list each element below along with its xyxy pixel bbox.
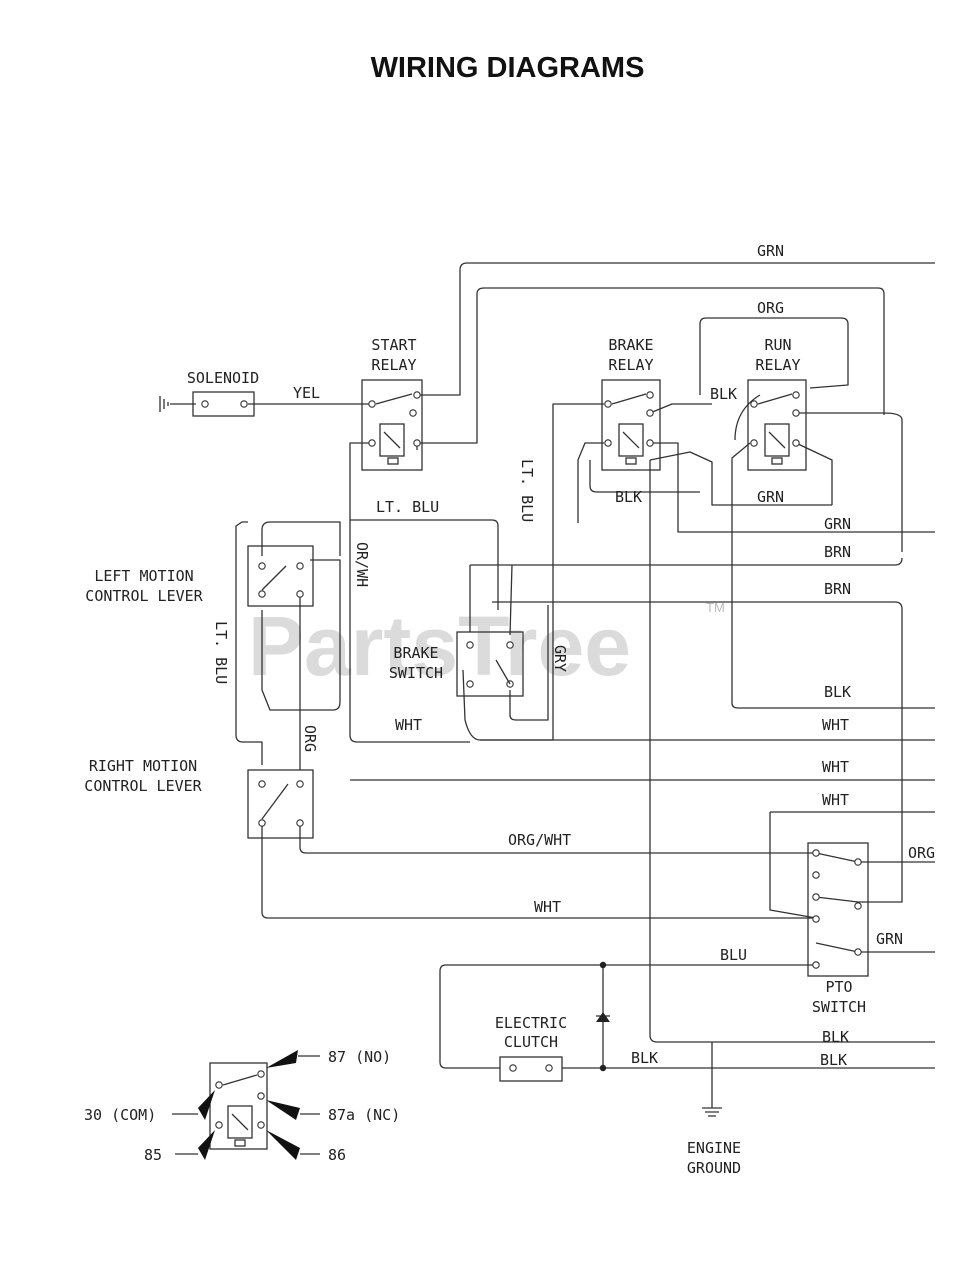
electric-clutch [499, 961, 607, 1082]
wire-label-blk-bottom-2: BLK [820, 1051, 847, 1069]
left-lever-label-1: LEFT MOTION [94, 567, 193, 585]
wire-label-blk-clutch: BLK [631, 1049, 658, 1067]
right-lever-label-1: RIGHT MOTION [89, 757, 197, 775]
legend-87-no: 87 (NO) [328, 1048, 391, 1066]
solenoid-label: SOLENOID [187, 369, 259, 387]
wire-label-grn-pto: GRN [876, 930, 903, 948]
engine-ground-label-2: GROUND [687, 1159, 741, 1177]
pto-switch-label-1: PTO [825, 978, 852, 996]
brake-switch-label-2: SWITCH [389, 664, 443, 682]
run-relay-label-1: RUN [764, 336, 791, 354]
left-motion-control-lever [247, 545, 314, 607]
brake-relay-label-1: BRAKE [608, 336, 653, 354]
wire-label-blk-relay: BLK [710, 385, 737, 403]
wire-label-blk-bottom-1: BLK [822, 1028, 849, 1046]
wire-label-grn-under-run: GRN [757, 488, 784, 506]
start-relay-label-2: RELAY [371, 356, 416, 374]
start-relay-label-1: START [371, 336, 416, 354]
watermark-tm: TM [706, 600, 725, 615]
electric-clutch-label-1: ELECTRIC [495, 1014, 567, 1032]
wire-label-org-pto: ORG [908, 844, 935, 862]
wire-label-lt-blu-top: LT. BLU [376, 498, 439, 516]
wire-label-blk-right: BLK [824, 683, 851, 701]
legend-87a-nc: 87a (NC) [328, 1106, 400, 1124]
wire-label-wht-brake: WHT [395, 716, 422, 734]
engine-ground-label-1: ENGINE [687, 1139, 741, 1157]
wire-label-wht-right-1: WHT [822, 716, 849, 734]
wire-label-yel: YEL [293, 384, 320, 402]
run-relay [747, 379, 807, 471]
brake-switch [456, 631, 524, 697]
wire-label-lt-blu-vertical: LT. BLU [518, 459, 536, 522]
pto-switch-label-2: SWITCH [812, 998, 866, 1016]
right-motion-control-lever [247, 769, 314, 839]
run-relay-label-2: RELAY [755, 356, 800, 374]
brake-relay [601, 379, 661, 471]
wire-label-grn-top: GRN [757, 242, 784, 260]
wire-label-gry: GRY [551, 645, 569, 672]
brake-switch-label-1: BRAKE [393, 644, 438, 662]
brake-relay-label-2: RELAY [608, 356, 653, 374]
solenoid [192, 391, 255, 417]
relay-pinout-legend [172, 1050, 320, 1160]
start-relay [361, 379, 423, 471]
wire-label-wht-long: WHT [534, 898, 561, 916]
wire-label-org-vertical: ORG [301, 725, 319, 752]
wire-label-grn-right: GRN [824, 515, 851, 533]
wire-label-blk-under-brake: BLK [615, 488, 642, 506]
electric-clutch-label-2: CLUTCH [504, 1033, 558, 1051]
wire-label-brn-1: BRN [824, 543, 851, 561]
page-title: WIRING DIAGRAMS [370, 52, 645, 84]
wire-label-lt-blu-left: LT. BLU [212, 621, 230, 684]
pto-switch [807, 842, 869, 977]
wire-label-org-top: ORG [757, 299, 784, 317]
right-lever-label-2: CONTROL LEVER [84, 777, 202, 795]
wire-label-wht-right-2: WHT [822, 758, 849, 776]
wires [159, 262, 935, 1117]
wire-label-org-wht: ORG/WHT [508, 831, 571, 849]
watermark: PartsTree [248, 599, 631, 693]
legend-85: 85 [144, 1146, 162, 1164]
wire-label-blu: BLU [720, 946, 747, 964]
wire-label-brn-2: BRN [824, 580, 851, 598]
legend-30-com: 30 (COM) [84, 1106, 156, 1124]
wire-label-or-wh: OR/WH [353, 542, 371, 587]
legend-86: 86 [328, 1146, 346, 1164]
wire-label-wht-right-3: WHT [822, 791, 849, 809]
left-lever-label-2: CONTROL LEVER [85, 587, 203, 605]
